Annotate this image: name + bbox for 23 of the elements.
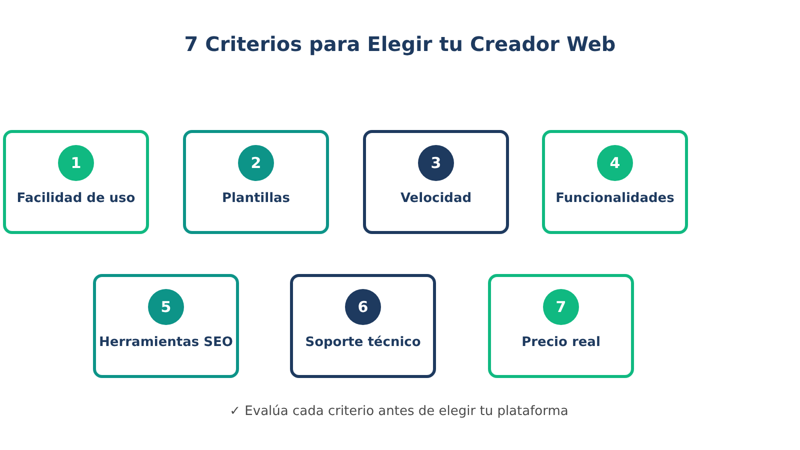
diagram-title: 7 Criterios para Elegir tu Creador Web [184,31,616,57]
number-badge: 5 [148,289,184,325]
criterion-label: Velocidad [400,190,472,207]
number-badge: 7 [543,289,579,325]
caption-note: ✓ Evalúa cada criterio antes de elegir tu plataforma [230,403,568,420]
number-badge: 1 [58,145,94,181]
criterion-card [183,130,329,234]
criterion-label: Soporte técnico [305,334,421,351]
criterion-card [363,130,509,234]
criterion-card [3,130,149,234]
criterion-card [488,274,634,378]
criterion-card [542,130,688,234]
number-badge: 2 [238,145,274,181]
number-badge: 4 [597,145,633,181]
criterion-card [290,274,436,378]
criterion-label: Facilidad de uso [16,190,136,207]
criterion-label: Herramientas SEO [99,334,233,351]
number-badge: 6 [345,289,381,325]
criterion-label: Precio real [522,334,600,351]
number-badge: 3 [418,145,454,181]
criterion-label: Plantillas [222,190,290,207]
criterion-label: Funcionalidades [556,190,674,207]
criterion-card [93,274,239,378]
